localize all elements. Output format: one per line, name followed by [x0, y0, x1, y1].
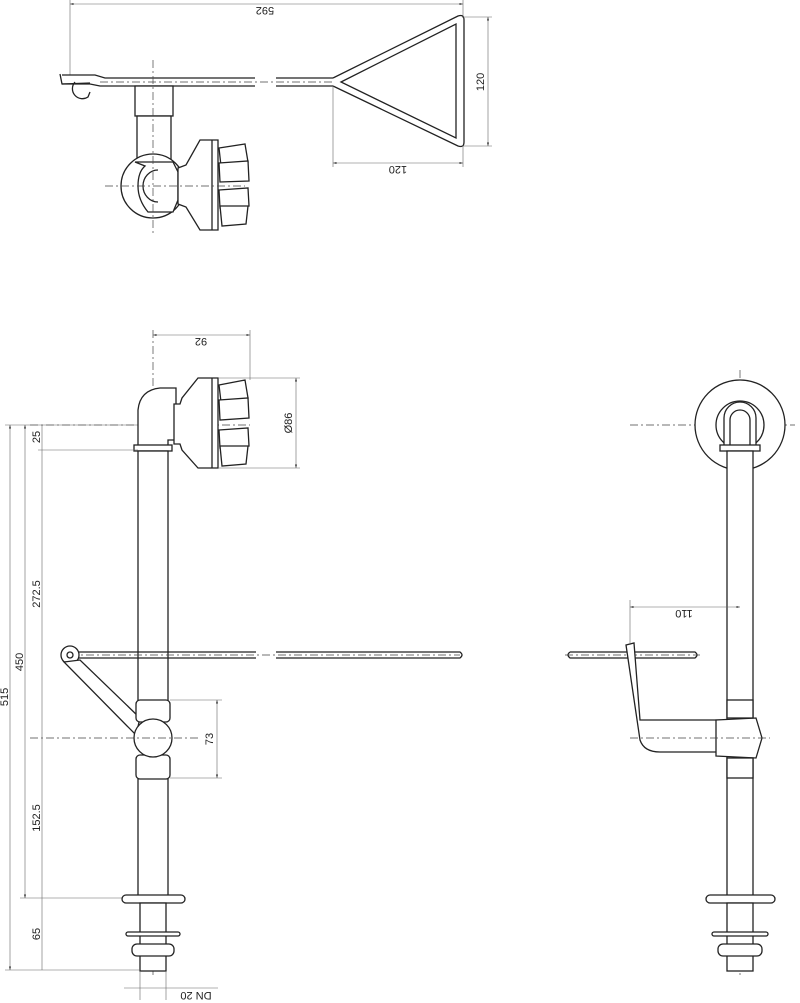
dim-450: 450 [14, 653, 26, 671]
nozzles-front [218, 379, 250, 467]
dim-triangle-width: 120 [389, 163, 407, 175]
dim-272-5: 272.5 [31, 580, 43, 608]
dim-head-diameter: Ø86 [283, 413, 295, 434]
nozzles-top [218, 143, 250, 227]
side-view: 110 [565, 370, 795, 975]
dim-25: 25 [31, 431, 43, 443]
top-view: 592 120 120 [59, 0, 492, 236]
dim-65: 65 [31, 928, 43, 940]
dim-152-5: 152.5 [31, 804, 43, 832]
dim-515: 515 [0, 688, 11, 706]
dim-110: 110 [675, 607, 693, 619]
dim-592: 592 [256, 4, 274, 16]
dim-92: 92 [195, 335, 207, 347]
dim-triangle-height: 120 [475, 73, 487, 91]
dim-dn20: DN 20 [180, 989, 211, 1001]
dim-73: 73 [204, 733, 216, 745]
front-view: 92 Ø86 73 [0, 330, 463, 1001]
